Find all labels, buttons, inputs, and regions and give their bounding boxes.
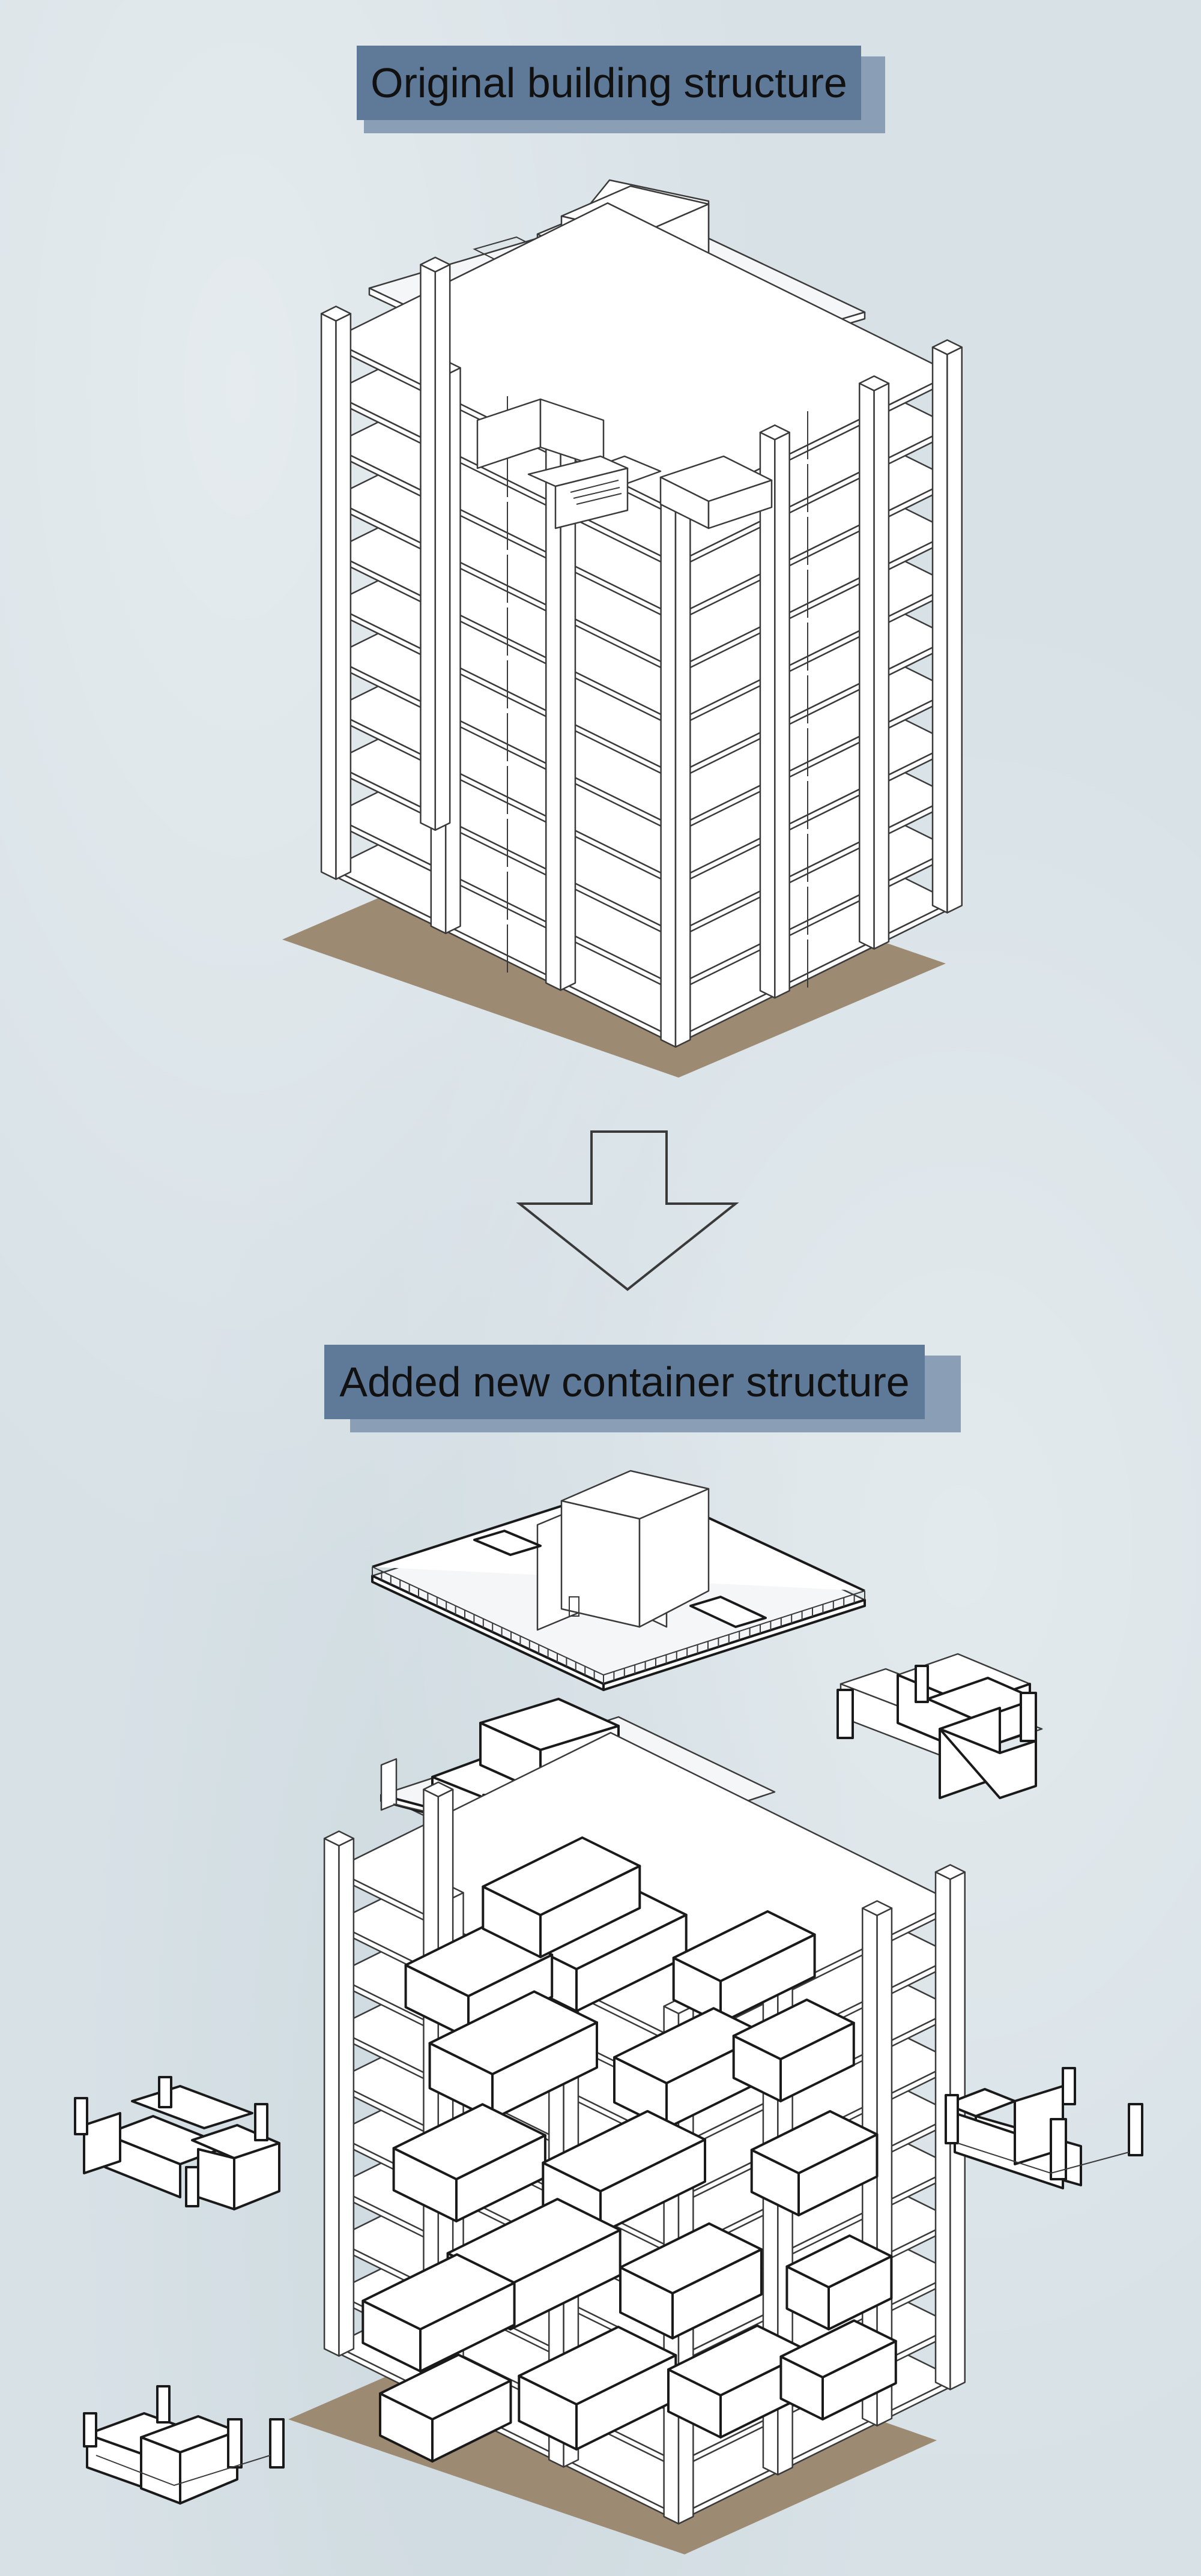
structural-columns <box>320 256 963 1048</box>
structural-column <box>323 1830 355 2357</box>
structural-column <box>759 424 790 999</box>
shipping-container <box>518 2326 677 2451</box>
structural-column <box>660 473 691 1048</box>
shipping-container <box>428 1990 598 2120</box>
structural-column <box>320 306 352 880</box>
container-module-left-top <box>74 2076 280 2210</box>
down-arrow-icon <box>516 1130 739 1291</box>
container-building <box>74 1470 1143 2554</box>
original-building <box>282 179 963 1078</box>
structural-column <box>934 1864 966 2390</box>
top-core <box>476 398 773 529</box>
container-module-right-top <box>836 1653 1043 1799</box>
structural-column <box>858 375 890 950</box>
added-structure-label: Added new container structure <box>324 1345 925 1419</box>
added-structure-label-group: Added new container structure <box>324 1345 961 1432</box>
shipping-container <box>482 1836 641 1958</box>
container-module-right-bottom <box>945 2067 1143 2189</box>
shipping-container <box>732 1998 855 2102</box>
original-structure-label-group: Original building structure <box>357 46 885 133</box>
structural-column <box>931 339 963 914</box>
shipping-container <box>779 2319 897 2421</box>
roof-with-railing <box>371 1470 866 1691</box>
shipping-container <box>379 2353 512 2463</box>
container-module-left-bottom <box>83 2385 285 2505</box>
shipping-container <box>619 2222 763 2339</box>
structural-column <box>420 256 451 831</box>
shipping-container <box>785 2234 893 2330</box>
shipping-container <box>362 2253 516 2372</box>
floor-slabs <box>330 202 954 1046</box>
shipping-container <box>750 2110 879 2216</box>
inserted-containers <box>362 1836 897 2463</box>
shipping-container <box>392 2103 546 2222</box>
original-structure-label: Original building structure <box>357 46 861 120</box>
shipping-container <box>672 1910 816 2024</box>
